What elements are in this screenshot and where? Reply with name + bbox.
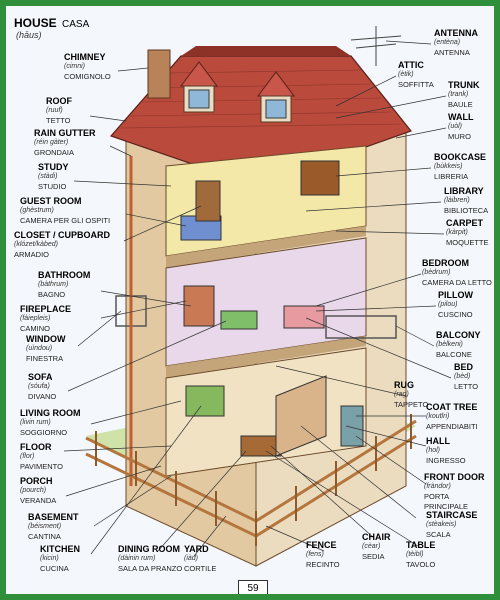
page-number: 59 (238, 580, 268, 594)
label-bookcase: BOOKCASE(bùkkeis)LIBRERIA (434, 152, 487, 181)
house-illustration (63, 26, 452, 567)
label-study: STUDY(stàdi)STUDIO (38, 162, 69, 191)
title-phonetic: (hāus) (16, 30, 42, 40)
bedroom-bed (283, 305, 325, 329)
label-bed: BED(bèd)LETTO (454, 362, 479, 391)
title-english: HOUSE (14, 16, 57, 30)
label-pillow: PILLOW(pilou)CUSCINO (438, 290, 473, 319)
label-living-room: LIVING ROOM(livin rum)SOGGIORNO (20, 408, 81, 437)
label-rug: RUG(rag)TAPPETO (394, 380, 429, 409)
label-fireplace: FIREPLACE(fàiepleis)CAMINO (20, 304, 72, 333)
label-basement: BASEMENT(béisment)CANTINA (28, 512, 79, 541)
label-bedroom: BEDROOM(bèdrum)CAMERA DA LETTO (422, 258, 492, 287)
page-title: HOUSE CASA (14, 16, 89, 30)
fireplace-shape (183, 285, 215, 327)
label-rain-gutter: RAIN GUTTER(réin gàter)GRONDAIA (34, 128, 96, 157)
label-porch: PORCH(pourch)VERANDA (20, 476, 57, 505)
label-dining-room: DINING ROOM(dàinin rum)SALA DA PRANZO (118, 544, 183, 573)
label-balcony: BALCONY(bèlkeni)BALCONE (436, 330, 481, 359)
chimney-shape (147, 49, 171, 99)
label-fence: FENCE(fens)RECINTO (306, 540, 340, 569)
label-front-door: FRONT DOOR(fràndor)PORTA PRINCIPALE (424, 472, 485, 511)
label-window: WINDOW(uìndou)FINESTRA (26, 334, 66, 363)
label-chair: CHAIR(cèar)SEDIA (362, 532, 391, 561)
label-table: TABLE(tèibl)TAVOLO (406, 540, 436, 569)
kitchen-shape (185, 385, 225, 417)
front-door (340, 405, 364, 447)
label-hall: HALL(hol)INGRESSO (426, 436, 466, 465)
page: HOUSE CASA (hāus) CHIMNEY(cimni)COMIGNOL… (6, 6, 494, 594)
label-sofa: SOFA(sóufa)DIVANO (28, 372, 57, 401)
label-library: LIBRARY(làibreri)BIBLIOTECA (444, 186, 489, 215)
label-yard: YARD(iàd)CORTILE (184, 544, 217, 573)
label-floor: FLOOR(flor)PAVIMENTO (20, 442, 63, 471)
antenna-shape (350, 26, 402, 66)
balcony-shape (325, 315, 397, 339)
closet-shape (195, 180, 221, 222)
label-coat-tree: COAT TREE(koutlri)APPENDIABITI (426, 402, 478, 431)
title-italian: CASA (62, 19, 90, 30)
label-roof: ROOF(ruuf)TETTO (46, 96, 72, 125)
dining-table (240, 435, 282, 457)
label-kitchen: KITCHEN(kicin)CUCINA (40, 544, 80, 573)
label-bathroom: BATHROOM(bàthrum)BAGNO (38, 270, 91, 299)
label-staircase: STAIRCASE(stèakeis)SCALA (426, 510, 478, 539)
label-trunk: TRUNK(trank)BAULE (448, 80, 480, 109)
label-closet: CLOSET / CUPBOARD(klózet/kàbed)ARMADIO (14, 230, 111, 259)
sofa-shape (220, 310, 258, 330)
dormers (180, 61, 295, 123)
label-guest-room: GUEST ROOM(ghèstrum)CAMERA PER GLI OSPIT… (20, 196, 111, 225)
label-wall: WALL(uòl)MURO (448, 112, 474, 141)
label-attic: ATTIC(ètik)SOFFITTA (398, 60, 434, 89)
label-carpet: CARPET(kàrpit)MOQUETTE (446, 218, 489, 247)
bookcase-shape (300, 160, 340, 196)
label-chimney: CHIMNEY(cimni)COMIGNOLO (64, 52, 111, 81)
label-antenna: ANTENNA(entèna)ANTENNA (434, 28, 478, 57)
